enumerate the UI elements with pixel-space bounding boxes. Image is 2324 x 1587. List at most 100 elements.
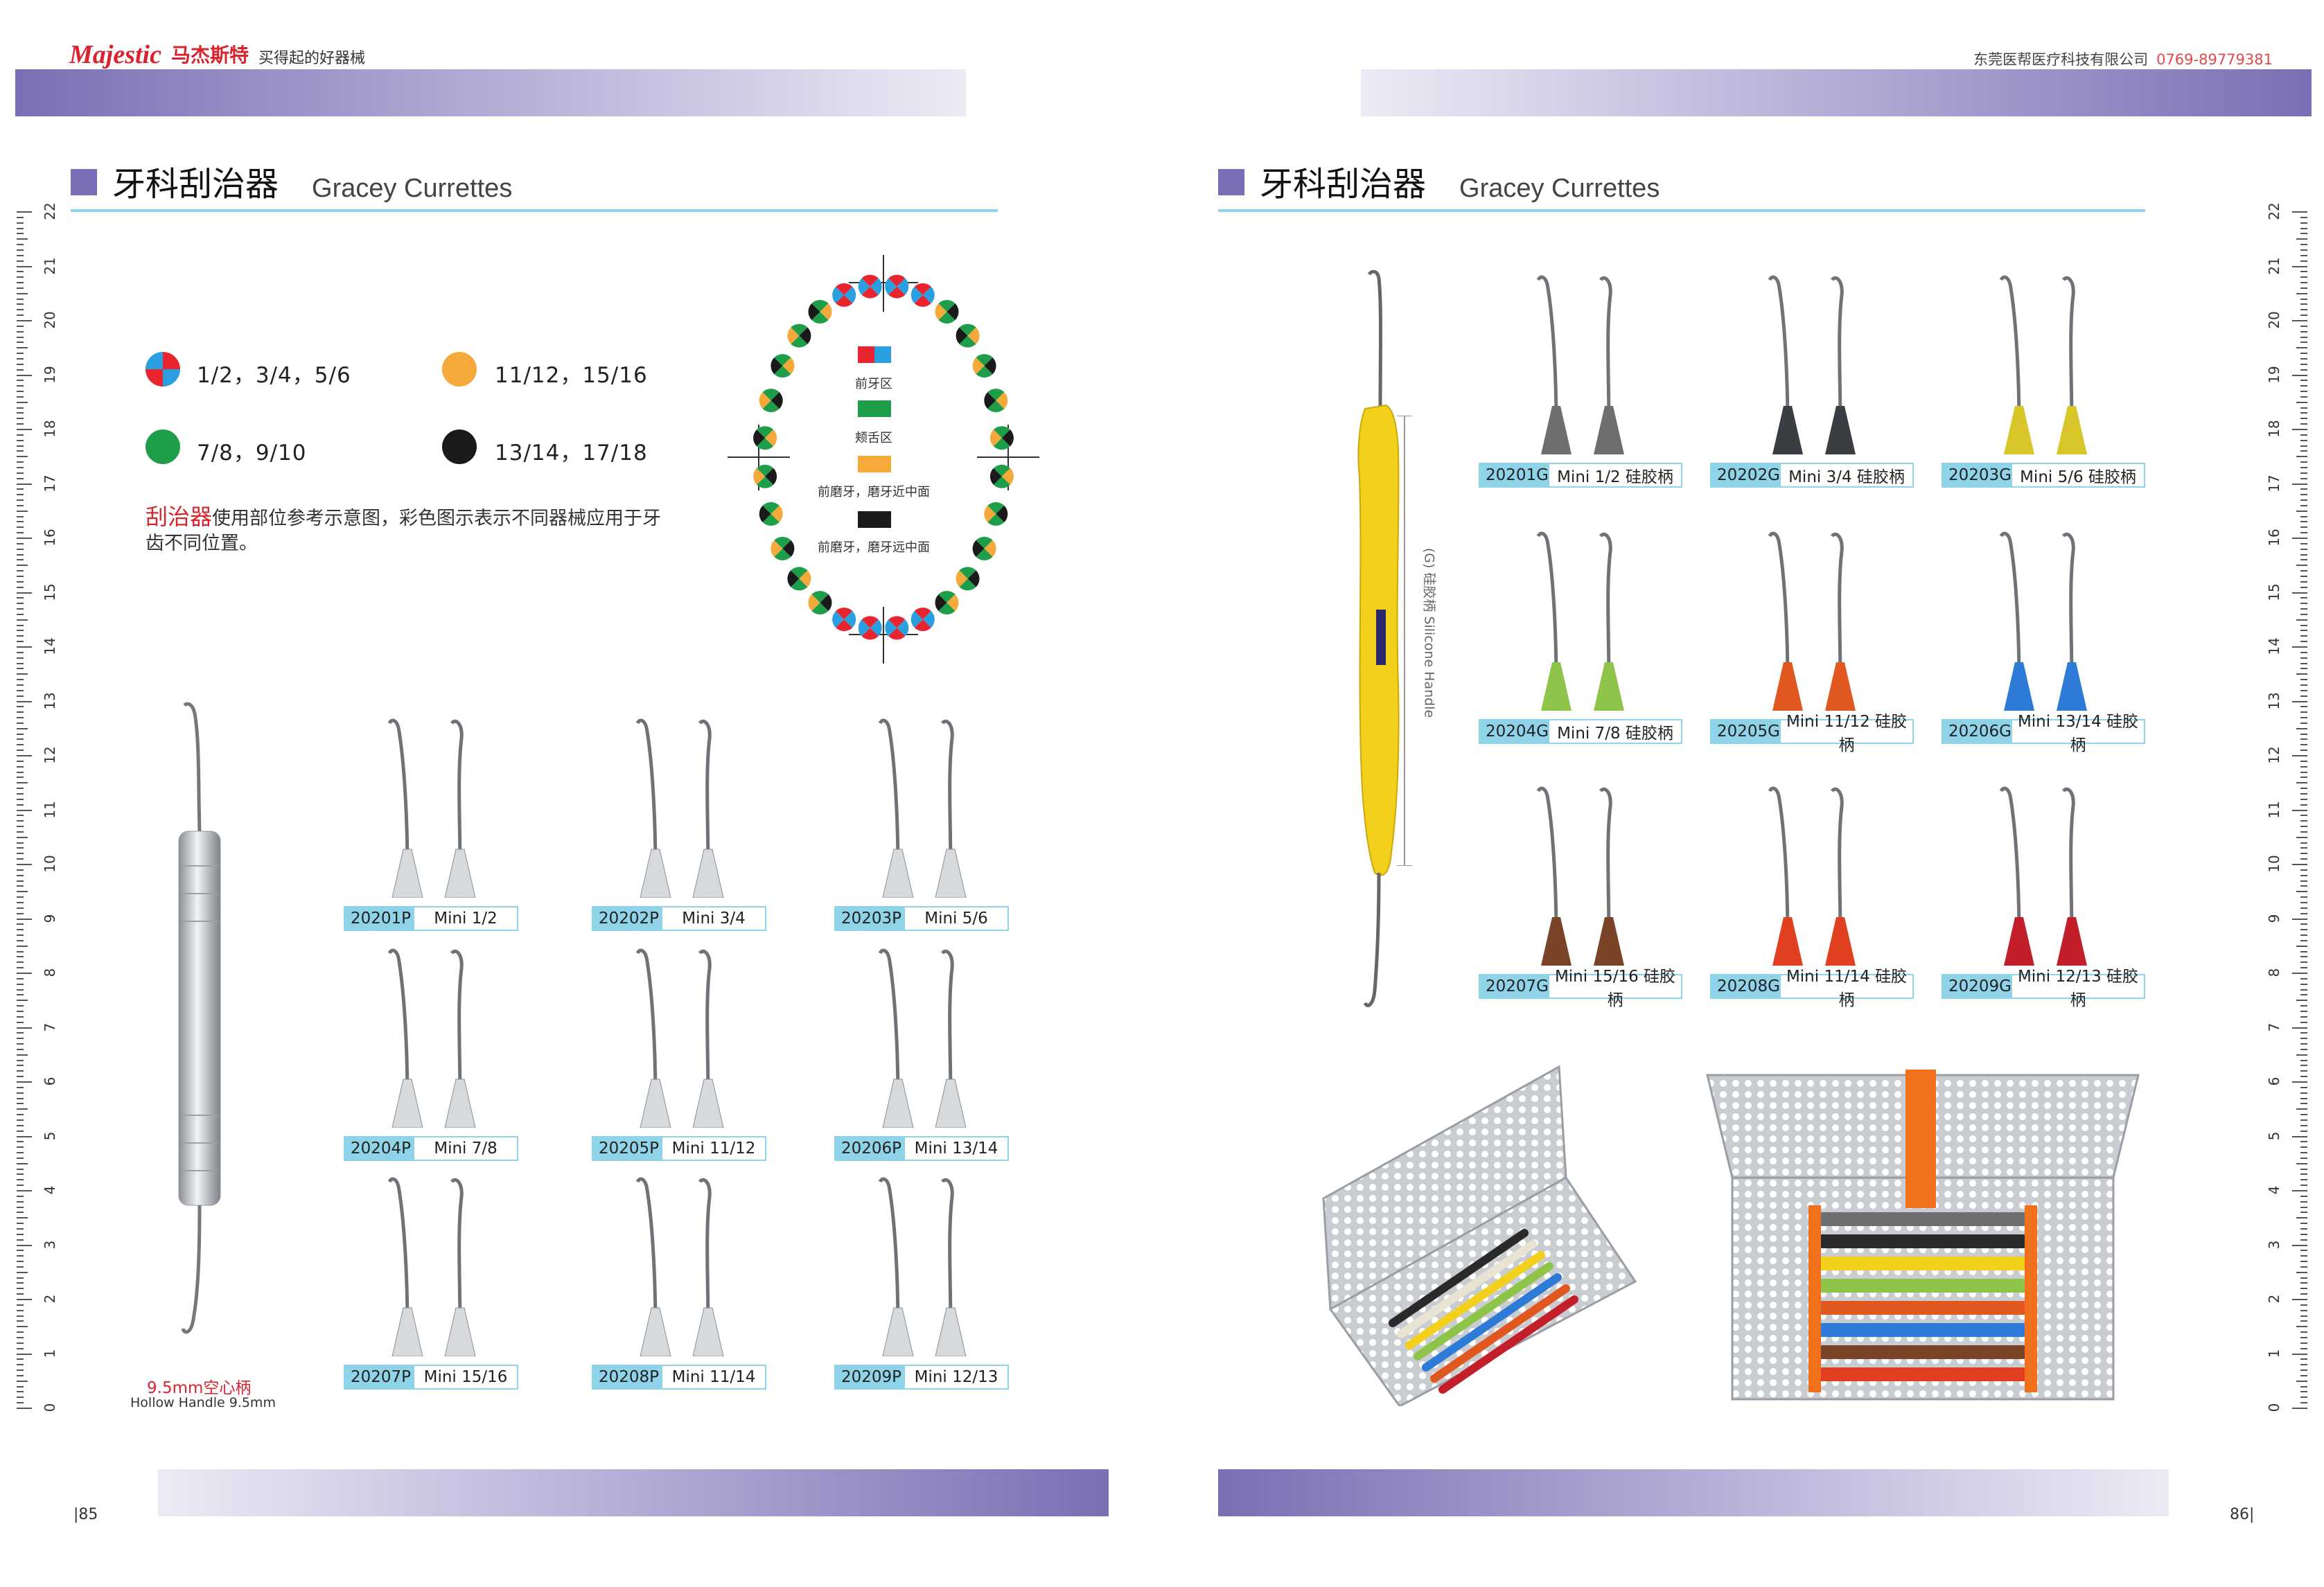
ruler-tick xyxy=(2292,429,2307,430)
ruler-tick xyxy=(2300,586,2307,588)
ruler-tick xyxy=(2300,325,2307,327)
ruler-tick xyxy=(2300,260,2307,262)
ruler-tick xyxy=(17,565,28,567)
tooth-icon xyxy=(972,536,996,560)
tooth-icon xyxy=(885,616,909,640)
ruler-tick xyxy=(17,967,24,969)
ruler-tick xyxy=(2300,353,2307,355)
ruler-tick xyxy=(17,320,32,321)
ruler-tick xyxy=(2300,1179,2307,1181)
ruler-tick xyxy=(17,1124,24,1126)
ruler-tick xyxy=(2296,456,2307,458)
ruler-tick xyxy=(2296,782,2307,784)
ruler-tick xyxy=(2300,1086,2307,1088)
tooth-icon xyxy=(885,274,909,299)
ruler-tick xyxy=(17,1266,24,1268)
silicone-curette-pair-image xyxy=(1768,531,1856,711)
ruler-tick xyxy=(17,1119,24,1121)
green-dot-icon xyxy=(146,429,180,464)
tooth-icon xyxy=(972,354,996,378)
ruler-tick xyxy=(2300,635,2307,637)
product-name: Mini 7/8 xyxy=(434,1140,498,1158)
product-name: Mini 11/12 硅胶柄 xyxy=(1786,713,1908,754)
ruler-tick xyxy=(2300,461,2307,463)
ruler-tick xyxy=(2300,580,2307,583)
product-code: 20208G xyxy=(1711,975,1781,998)
product-name: Mini 12/13 xyxy=(914,1368,998,1386)
tooth-icon xyxy=(984,389,1008,413)
ruler-tick xyxy=(2300,967,2307,969)
ruler-tick xyxy=(2292,1244,2307,1246)
ruler-tick xyxy=(2300,1233,2307,1235)
ruler-tick xyxy=(17,744,24,746)
ruler-tick xyxy=(2300,412,2307,414)
ruler-tick xyxy=(2300,1038,2307,1040)
ruler-tick xyxy=(17,874,24,876)
product-image-wrap xyxy=(1983,524,2108,713)
ruler-tick xyxy=(2300,575,2307,577)
product-image-wrap xyxy=(619,711,744,901)
ruler-tick xyxy=(17,847,24,849)
product-name: Mini 11/12 xyxy=(671,1140,756,1158)
ruler-tick xyxy=(17,575,24,577)
ruler-tick xyxy=(17,1054,28,1056)
ruler-tick xyxy=(2300,472,2307,474)
ruler-tick xyxy=(2300,254,2307,256)
ruler-tick xyxy=(17,254,24,256)
steel-curette-pair-image xyxy=(635,718,724,898)
ruler-number-left: 0 xyxy=(42,1403,58,1412)
ruler-tick xyxy=(2292,700,2307,702)
ruler-tick xyxy=(2300,227,2307,229)
ruler-tick xyxy=(17,885,24,887)
ruler-tick xyxy=(17,858,24,860)
ruler-tick xyxy=(17,912,24,914)
ruler-tick xyxy=(2300,1261,2307,1263)
ruler-tick xyxy=(17,1103,24,1105)
ruler-tick xyxy=(2292,1190,2307,1191)
ruler-tick xyxy=(17,271,24,273)
ruler-tick xyxy=(17,929,24,931)
ruler-tick xyxy=(17,608,24,610)
ruler-tick xyxy=(2300,1092,2307,1094)
product-name: Mini 7/8 硅胶柄 xyxy=(1557,725,1673,743)
ruler-tick xyxy=(17,1076,24,1078)
ruler-tick xyxy=(17,1135,32,1137)
ruler-tick xyxy=(17,983,24,985)
ruler-tick xyxy=(17,717,24,719)
ruler-tick xyxy=(2300,641,2307,643)
ruler-tick xyxy=(17,385,24,387)
ruler-number-right: 18 xyxy=(2266,420,2282,438)
ruler-tick xyxy=(2300,744,2307,746)
ruler-tick xyxy=(17,1277,24,1279)
page-number-right: 86| xyxy=(2230,1506,2255,1523)
legend-label-2: 11/12，15/16 xyxy=(495,363,648,388)
ruler-tick xyxy=(2300,1250,2307,1252)
product-code: 20208P xyxy=(593,1366,662,1388)
product-name: Mini 3/4 xyxy=(682,910,746,928)
ruler-tick xyxy=(2300,858,2307,860)
steel-curette-pair-image xyxy=(635,1177,724,1357)
tooth-icon xyxy=(808,591,832,614)
ruler-tick xyxy=(2300,662,2307,664)
ruler-tick xyxy=(17,260,24,262)
ruler-tick xyxy=(2296,673,2307,675)
ruler-tick xyxy=(17,1070,24,1072)
ruler-tick xyxy=(17,369,24,371)
ruler-tick xyxy=(2300,988,2307,991)
ruler-tick xyxy=(17,760,24,762)
tooth-icon xyxy=(910,608,935,632)
ruler-number-right: 10 xyxy=(2266,855,2282,873)
tooth-icon xyxy=(989,464,1014,488)
black-dot-icon xyxy=(442,429,477,464)
product-image-wrap xyxy=(1752,524,1876,713)
ruler-tick xyxy=(2300,880,2307,882)
ruler-tick xyxy=(17,314,24,317)
tooth-icon xyxy=(771,354,795,378)
ruler-number-right: 0 xyxy=(2266,1403,2282,1412)
ruler-number-left: 15 xyxy=(42,583,58,601)
product-image-wrap xyxy=(1983,267,2108,457)
ruler-tick xyxy=(2300,499,2307,502)
